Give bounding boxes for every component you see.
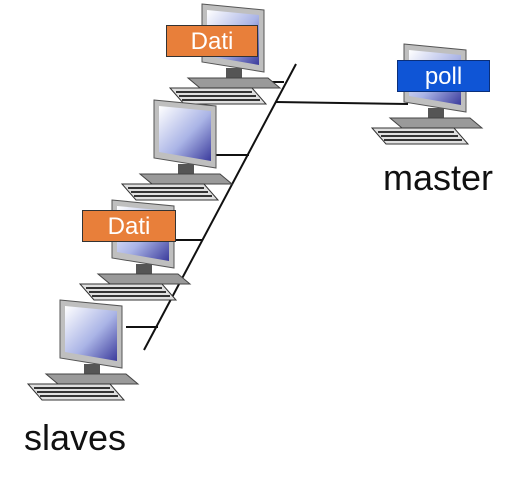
master-computer-icon	[371, 43, 483, 145]
slave-computer-4-icon	[27, 299, 139, 401]
bus-line	[143, 63, 297, 351]
data-tag-top: Dati	[166, 25, 258, 57]
master-label: master	[383, 157, 494, 198]
master-link	[275, 101, 409, 105]
data-tag-middle: Dati	[82, 210, 176, 242]
slave-computer-2-icon	[121, 99, 233, 201]
slaves-label: slaves	[24, 417, 127, 458]
poll-tag: poll	[397, 60, 490, 92]
